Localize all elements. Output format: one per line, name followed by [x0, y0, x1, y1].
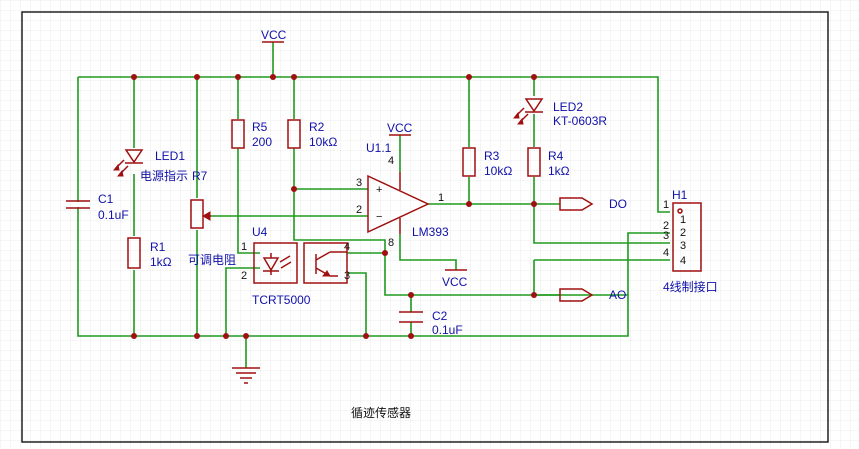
wires [77, 42, 670, 368]
resistor-r5: R5 200 [231, 119, 272, 149]
c1-ref: C1 [98, 192, 114, 206]
c2-value: 0.1uF [432, 323, 463, 337]
vcc-top-label: VCC [261, 28, 287, 42]
drawing-title: 循迹传感器 [351, 405, 411, 420]
junctions [131, 74, 537, 339]
r2-ref: R2 [309, 120, 325, 134]
c1-value: 0.1uF [98, 208, 129, 222]
h1-label: 4线制接口 [663, 279, 718, 294]
vcc-top-symbol: VCC [261, 28, 287, 43]
resistor-r3: R3 10kΩ [462, 147, 512, 178]
net-ao-label: AO [609, 288, 626, 302]
potentiometer-r7: R7 可调电阻 [188, 169, 236, 267]
h1-pin-inner-1: 1 [680, 214, 686, 226]
u4-part: TCRT5000 [252, 293, 311, 307]
r7-ref: R7 [192, 169, 208, 183]
u4-ref: U4 [252, 225, 268, 239]
r4-value: 1kΩ [548, 164, 570, 178]
h1-pin-outer-3: 3 [663, 230, 669, 242]
u1-pin-out: 1 [438, 192, 444, 204]
ground-symbol [232, 367, 260, 384]
h1-pin-inner-2: 2 [680, 227, 686, 239]
vcc-bottom-symbol: VCC [442, 269, 468, 289]
u4-pin2: 2 [241, 270, 247, 282]
drawing-frame [21, 11, 829, 443]
h1-ref: H1 [672, 188, 688, 202]
u1-pin-minus: 2 [356, 204, 362, 216]
u1-plus-sign: + [376, 184, 382, 196]
r4-ref: R4 [548, 149, 564, 163]
h1-pin-outer-1: 1 [663, 199, 669, 211]
r5-ref: R5 [252, 120, 268, 134]
r3-value: 10kΩ [484, 164, 512, 178]
comparator-u1: + − 3 2 1 4 8 U1.1 LM393 [356, 141, 449, 249]
r3-ref: R3 [484, 149, 500, 163]
led2-value: KT-0603R [553, 114, 607, 128]
connector-h1: H1 4线制接口 1 2 3 4 1 2 3 4 [663, 188, 718, 294]
u4-pin3: 3 [344, 270, 350, 282]
vcc-bottom-label: VCC [442, 275, 468, 289]
resistor-r4: R4 1kΩ [527, 147, 570, 178]
c2-ref: C2 [432, 309, 448, 323]
resistor-r2: R2 10kΩ [287, 119, 337, 149]
sensor-u4: U4 TCRT5000 1 2 3 4 [241, 225, 350, 307]
h1-pin-outer-2: 2 [663, 220, 669, 232]
u4-pin1: 1 [241, 241, 247, 253]
u1-minus-sign: − [376, 211, 382, 223]
r7-value: 可调电阻 [188, 253, 236, 267]
u1-pin-plus: 3 [356, 177, 362, 189]
capacitor-c1: C1 0.1uF [66, 192, 129, 222]
u1-ref: U1.1 [366, 141, 392, 155]
h1-pin-inner-4: 4 [680, 255, 686, 267]
h1-pin-inner-3: 3 [680, 240, 686, 252]
led-led2: LED2 KT-0603R [512, 98, 607, 128]
led1-ref: LED1 [155, 149, 185, 163]
led1-value: 电源指示 [140, 168, 188, 183]
r5-value: 200 [252, 135, 272, 149]
led-led1: LED1 电源指示 [112, 149, 188, 183]
r1-value: 1kΩ [150, 255, 172, 269]
u1-pin-vcc: 4 [388, 155, 394, 167]
capacitor-c2: C2 0.1uF [399, 309, 463, 337]
net-flag-ao: AO [559, 288, 626, 302]
h1-pin-outer-4: 4 [663, 247, 669, 259]
r1-ref: R1 [150, 240, 166, 254]
net-do-label: DO [609, 197, 627, 211]
resistor-r1: R1 1kΩ [127, 237, 172, 269]
led2-ref: LED2 [553, 100, 583, 114]
u1-part: LM393 [412, 225, 449, 239]
vcc-opamp-label: VCC [387, 121, 413, 135]
net-flag-do: DO [559, 197, 627, 211]
r2-value: 10kΩ [309, 135, 337, 149]
u1-pin-gnd: 8 [388, 237, 394, 249]
u4-pin4: 4 [344, 241, 350, 253]
vcc-opamp-symbol: VCC [387, 121, 413, 136]
